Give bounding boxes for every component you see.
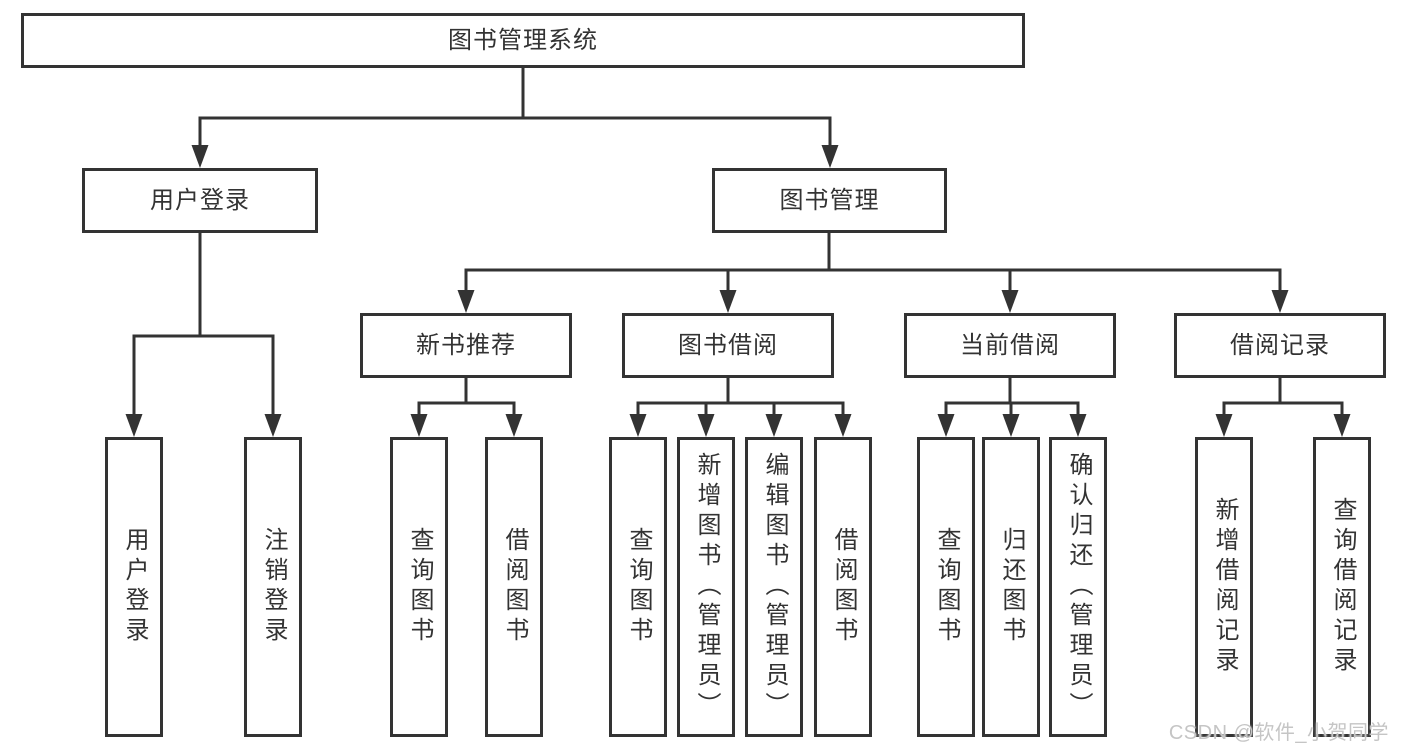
node-label: 查询图书 <box>406 527 433 647</box>
csdn-watermark: CSDN @软件_小贺同学 <box>1168 722 1389 744</box>
node-label: 归还图书 <box>998 527 1025 647</box>
node-label: 借阅图书 <box>830 527 857 647</box>
node-add-borrow-record: 新增借阅记录 <box>1195 437 1253 737</box>
node-edit-books-admin: 编辑图书（管理员） <box>745 437 803 737</box>
node-query-books-current: 查询图书 <box>917 437 975 737</box>
node-borrowing-records: 借阅记录 <box>1174 313 1386 378</box>
node-label: 图书管理 <box>779 186 880 214</box>
node-query-borrow-record: 查询借阅记录 <box>1313 437 1371 737</box>
node-logout: 注销登录 <box>244 437 302 737</box>
node-label: 查询图书 <box>625 527 652 647</box>
node-query-books-borrow: 查询图书 <box>609 437 667 737</box>
node-confirm-return-admin: 确认归还（管理员） <box>1049 437 1107 737</box>
node-label: 用户登录 <box>121 527 148 647</box>
node-label: 借阅记录 <box>1230 331 1330 359</box>
node-label: 确认归还（管理员） <box>1065 452 1092 722</box>
node-user-login: 用户登录 <box>82 168 318 233</box>
node-new-book-recommend: 新书推荐 <box>360 313 572 378</box>
node-label: 图书借阅 <box>678 331 778 359</box>
node-label: 编辑图书（管理员） <box>761 452 788 722</box>
node-label: 注销登录 <box>260 527 287 647</box>
node-return-books: 归还图书 <box>982 437 1040 737</box>
node-label: 新增图书（管理员） <box>693 452 720 722</box>
node-borrow-books-recommend: 借阅图书 <box>485 437 543 737</box>
node-label: 当前借阅 <box>960 331 1060 359</box>
node-current-borrowing: 当前借阅 <box>904 313 1116 378</box>
node-label: 借阅图书 <box>501 527 528 647</box>
node-add-books-admin: 新增图书（管理员） <box>677 437 735 737</box>
node-label: 图书管理系统 <box>448 26 598 54</box>
node-label: 用户登录 <box>150 186 250 214</box>
node-book-management: 图书管理 <box>712 168 947 233</box>
node-book-borrowing: 图书借阅 <box>622 313 834 378</box>
node-label: 查询借阅记录 <box>1329 497 1356 677</box>
node-library-system: 图书管理系统 <box>21 13 1025 68</box>
node-label: 新书推荐 <box>416 331 516 359</box>
node-label: 查询图书 <box>933 527 960 647</box>
node-borrow-books-borrow: 借阅图书 <box>814 437 872 737</box>
node-label: 新增借阅记录 <box>1211 497 1238 677</box>
node-query-books-recommend: 查询图书 <box>390 437 448 737</box>
node-user-login-leaf: 用户登录 <box>105 437 163 737</box>
